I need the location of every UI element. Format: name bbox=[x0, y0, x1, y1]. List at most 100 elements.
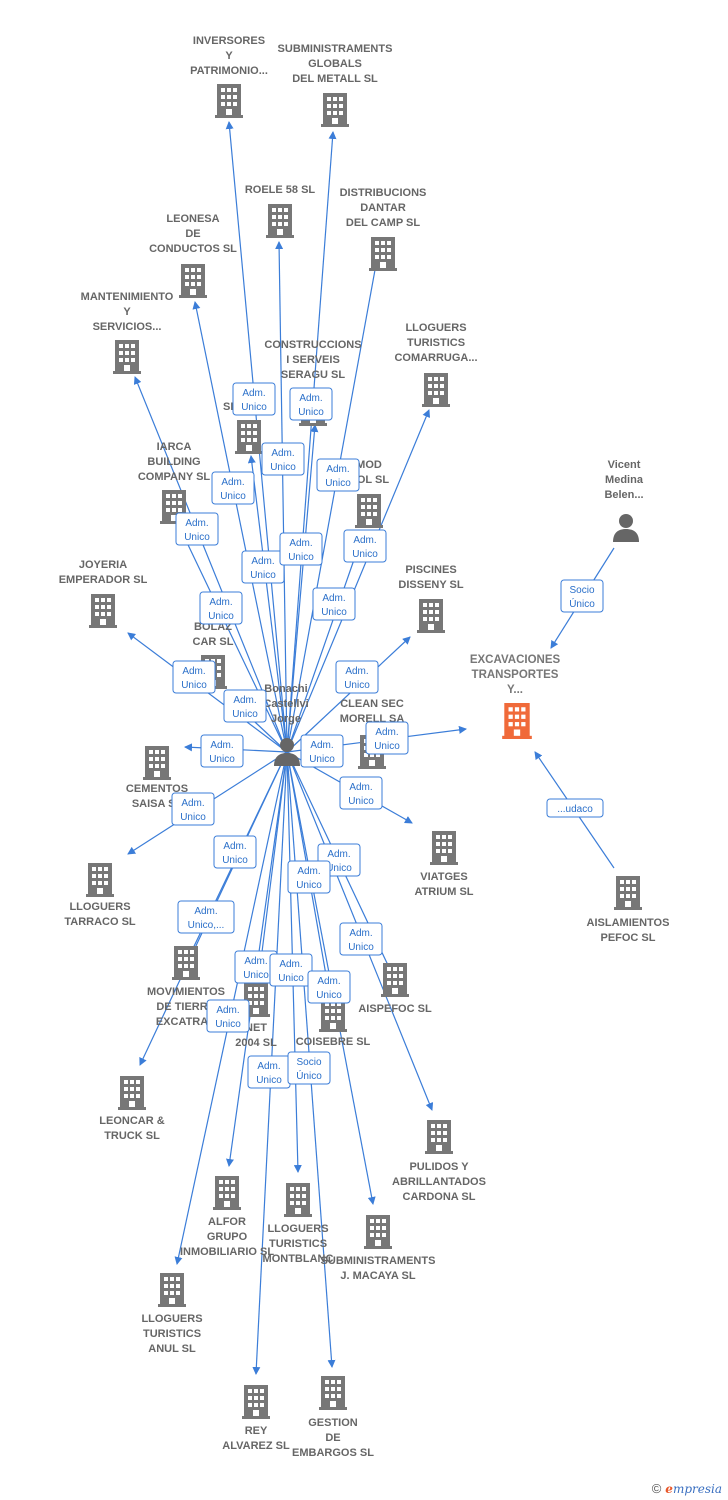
role-badge[interactable]: Adm.Unico bbox=[335, 660, 379, 694]
role-badge[interactable]: Adm. Unico,... bbox=[177, 900, 235, 934]
role-badge[interactable]: Adm.Unico bbox=[365, 721, 409, 755]
badge-text: Adm. bbox=[194, 906, 217, 917]
building-icon bbox=[89, 594, 117, 628]
role-badge[interactable]: ...udaco bbox=[546, 798, 604, 818]
role-badge[interactable]: Adm. Unico bbox=[234, 950, 278, 984]
building-icon bbox=[213, 1176, 241, 1210]
company-label: LEONCAR & bbox=[99, 1115, 164, 1127]
company-node-coisebre[interactable]: COISEBRE SL bbox=[296, 998, 371, 1048]
role-badge[interactable]: Adm.Unico bbox=[261, 442, 305, 476]
focus-company-node[interactable]: EXCAVACIONESTRANSPORTESY... bbox=[470, 654, 561, 739]
company-label: ANUL SL bbox=[148, 1343, 196, 1355]
company-label: EMBARGOS SL bbox=[292, 1447, 374, 1459]
role-badge[interactable]: Adm.Unico bbox=[200, 734, 244, 768]
badge-text: Adm. bbox=[353, 535, 376, 546]
role-badge[interactable]: Adm.Unico bbox=[307, 970, 351, 1004]
company-label: PATRIMONIO... bbox=[190, 65, 268, 77]
badge-text: Unico,... bbox=[188, 920, 225, 931]
company-label: AISLAMIENTOS bbox=[587, 917, 670, 929]
building-icon bbox=[369, 237, 397, 271]
company-label: LLOGUERS bbox=[141, 1313, 202, 1325]
role-badge[interactable]: Adm.Unico bbox=[213, 835, 257, 869]
role-badge[interactable]: Adm.Unico bbox=[312, 587, 356, 621]
role-badge[interactable]: Adm.Unico bbox=[171, 792, 215, 826]
badge-text: Unico bbox=[348, 796, 374, 807]
badge-text: Adm. bbox=[181, 798, 204, 809]
company-label: TRUCK SL bbox=[104, 1130, 160, 1142]
role-badge[interactable]: Adm.Unico bbox=[300, 734, 344, 768]
company-label: DISSENY SL bbox=[398, 579, 463, 591]
role-badge[interactable]: Adm.Unico bbox=[339, 776, 383, 810]
role-badge[interactable]: Adm.Unico bbox=[247, 1055, 291, 1089]
role-badge[interactable]: Adm.Unico bbox=[199, 591, 243, 625]
badge-box bbox=[300, 734, 344, 768]
brand-logo-e: e bbox=[665, 1482, 673, 1496]
badge-text: Unico bbox=[209, 754, 235, 765]
building-icon bbox=[158, 1273, 186, 1307]
company-label: NET bbox=[245, 1022, 267, 1034]
badge-text: Adm. bbox=[209, 597, 232, 608]
badge-text: Adm. bbox=[317, 976, 340, 987]
role-badge[interactable]: Adm.Unico bbox=[343, 529, 387, 563]
company-node-aispefoc[interactable]: AISPEFOC SL bbox=[358, 963, 432, 1015]
role-badge[interactable]: Adm.Unico bbox=[241, 550, 285, 584]
company-node-inversores[interactable]: INVERSORESYPATRIMONIO... bbox=[190, 35, 268, 118]
building-icon bbox=[417, 599, 445, 633]
role-badge[interactable]: Adm.Unico bbox=[232, 382, 276, 416]
edge-leonesa bbox=[192, 301, 288, 753]
building-icon bbox=[242, 1385, 270, 1419]
role-badge[interactable]: Adm.Unico bbox=[269, 953, 313, 987]
role-badge[interactable]: Adm.Unico bbox=[287, 860, 331, 894]
role-badge[interactable]: Adm.Unico bbox=[206, 999, 250, 1033]
badge-box bbox=[316, 458, 360, 492]
role-badge[interactable]: Adm.Unico bbox=[175, 512, 219, 546]
company-label: IARCA bbox=[157, 441, 192, 453]
badge-text: Unico bbox=[243, 970, 269, 981]
badge-text: Adm. bbox=[244, 956, 267, 967]
company-node-leoncar[interactable]: LEONCAR & TRUCK SL bbox=[99, 1076, 165, 1142]
role-badge[interactable]: Adm.Unico bbox=[223, 689, 267, 723]
role-badge[interactable]: Adm.Unico bbox=[279, 532, 323, 566]
person-node-vicent[interactable]: VicentMedinaBelen... bbox=[604, 459, 644, 542]
role-badge[interactable]: Adm.Unico bbox=[316, 458, 360, 492]
company-node-lloguers_comarruga[interactable]: LLOGUERSTURISTICSCOMARRUGA... bbox=[394, 322, 478, 407]
badge-text: Unico bbox=[344, 680, 370, 691]
building-icon bbox=[86, 863, 114, 897]
role-badge[interactable]: Adm.Unico bbox=[211, 471, 255, 505]
role-badge[interactable]: Adm.Unico bbox=[172, 660, 216, 694]
role-badge[interactable]: Adm.Unico bbox=[339, 922, 383, 956]
footer-brand[interactable]: ©empresia bbox=[652, 1481, 722, 1496]
badge-text: Adm. bbox=[251, 556, 274, 567]
company-node-mantenimiento[interactable]: MANTENIMIENTOYSERVICIOS... bbox=[81, 291, 174, 374]
company-label: GLOBALS bbox=[308, 58, 362, 70]
role-badge[interactable]: Adm.Unico bbox=[289, 387, 333, 421]
company-label: DISTRIBUCIONS bbox=[340, 187, 427, 199]
company-node-roele[interactable]: ROELE 58 SL bbox=[245, 184, 316, 238]
badge-box bbox=[365, 721, 409, 755]
building-icon bbox=[425, 1120, 453, 1154]
